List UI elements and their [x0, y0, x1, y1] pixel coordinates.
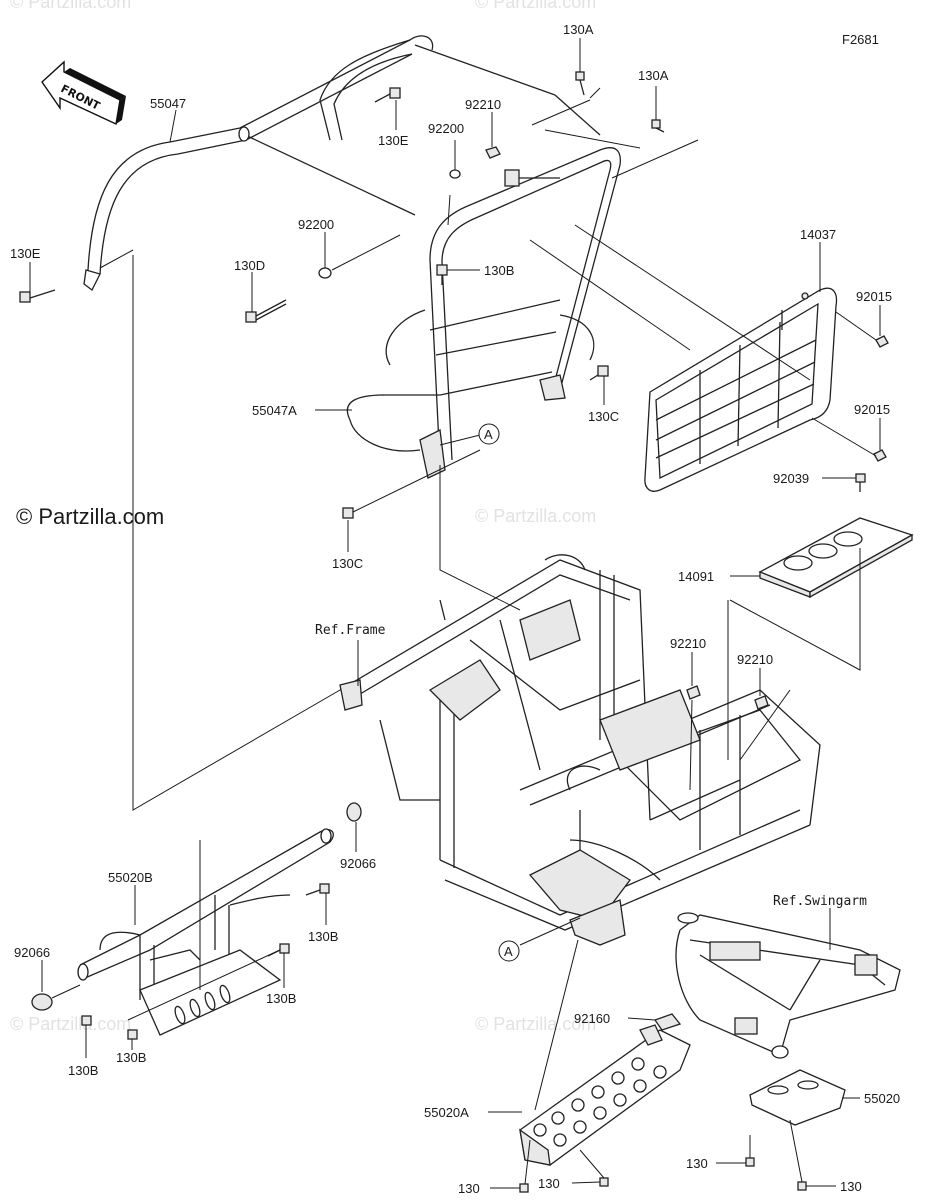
plug-icon	[346, 802, 362, 822]
bolt-icon	[589, 365, 609, 381]
part-label: 130B	[308, 929, 338, 944]
cover-plate-14091	[758, 517, 914, 599]
part-label: 55047	[150, 96, 186, 111]
part-label: 130A	[638, 68, 669, 83]
skid-plate-55020	[749, 1069, 846, 1126]
main-frame	[339, 554, 821, 946]
part-label: 92210	[465, 97, 501, 112]
nut-icon	[485, 146, 501, 159]
bolt-icon	[245, 299, 287, 323]
front-guard-55020b	[77, 828, 334, 1036]
watermark: © Partzilla.com	[10, 1014, 131, 1034]
part-label: 130E	[378, 133, 409, 148]
part-label: 130B	[68, 1063, 98, 1078]
swingarm	[675, 912, 901, 1059]
nut-icon	[686, 685, 701, 700]
skid-plate-55020a	[519, 1024, 691, 1166]
part-labels: 130A 130A 55047 92210 92200 130E 130E 92…	[10, 22, 900, 1196]
part-label: 92210	[670, 636, 706, 651]
ref-frame-label: Ref.Frame	[315, 623, 386, 638]
plug-icon	[31, 993, 53, 1011]
callout-a-label: A	[484, 427, 493, 442]
bolt-icon	[127, 1029, 138, 1040]
part-label: 92210	[737, 652, 773, 667]
part-label: 92066	[340, 856, 376, 871]
bolt-icon	[745, 1157, 755, 1167]
watermark: © Partzilla.com	[10, 0, 131, 12]
part-label: 55020A	[424, 1105, 469, 1120]
fasteners	[19, 71, 889, 1193]
part-label: 14091	[678, 569, 714, 584]
ref-swingarm-label: Ref.Swingarm	[773, 894, 867, 909]
part-label: 55020	[864, 1091, 900, 1106]
part-label: 130D	[234, 258, 265, 273]
nut-icon	[873, 449, 887, 462]
part-label: 92039	[773, 471, 809, 486]
callout-a-lower: A	[498, 940, 520, 962]
part-label: 92200	[428, 121, 464, 136]
part-label: 55020B	[108, 870, 153, 885]
washer-icon	[318, 267, 332, 279]
part-label: 55047A	[252, 403, 297, 418]
roll-cage-55047	[83, 35, 556, 291]
watermarks: © Partzilla.com © Partzilla.com © Partzi…	[10, 0, 596, 1034]
callout-a-label: A	[504, 944, 513, 959]
part-label: 130A	[563, 22, 594, 37]
part-label: 92066	[14, 945, 50, 960]
part-label: 130	[538, 1176, 560, 1191]
bolt-icon	[19, 289, 56, 303]
nut-icon	[754, 695, 769, 710]
part-label: 130C	[588, 409, 619, 424]
part-label: 130B	[484, 263, 514, 278]
nut-icon	[875, 335, 889, 348]
front-arrow-icon: FRONT	[41, 60, 126, 126]
part-label: 92200	[298, 217, 334, 232]
part-label: 130E	[10, 246, 41, 261]
clip-icon	[855, 473, 866, 492]
part-label: 92015	[856, 289, 892, 304]
part-label: 92160	[574, 1011, 610, 1026]
roll-cage-55047a	[346, 94, 621, 479]
brand-notice: © Partzilla.com	[16, 504, 164, 529]
watermark: © Partzilla.com	[475, 0, 596, 12]
bolt-icon	[305, 883, 330, 896]
part-label: 130	[458, 1181, 480, 1196]
part-label: 130	[686, 1156, 708, 1171]
part-label: 130B	[266, 991, 296, 1006]
bolt-icon	[797, 1181, 807, 1191]
cargo-rack-14037	[644, 287, 838, 492]
part-label: 130B	[116, 1050, 146, 1065]
bolt-icon	[651, 119, 665, 133]
leader-lines	[29, 38, 881, 1189]
bolt-icon	[575, 71, 585, 96]
part-label: 14037	[800, 227, 836, 242]
bolt-icon	[519, 1183, 529, 1193]
bolt-icon	[436, 264, 448, 285]
callout-a-upper: A	[478, 423, 500, 445]
part-label: 130	[840, 1179, 862, 1194]
bolt-icon	[342, 507, 354, 519]
bolt-icon	[599, 1177, 609, 1187]
watermark: © Partzilla.com	[475, 506, 596, 526]
pad-92160	[653, 1013, 682, 1031]
washer-icon	[449, 169, 461, 179]
watermark: © Partzilla.com	[475, 1014, 596, 1034]
figure-code: F2681	[842, 32, 879, 47]
part-label: 92015	[854, 402, 890, 417]
part-label: 130C	[332, 556, 363, 571]
bolt-icon	[374, 87, 401, 103]
bolt-icon	[81, 1015, 92, 1026]
